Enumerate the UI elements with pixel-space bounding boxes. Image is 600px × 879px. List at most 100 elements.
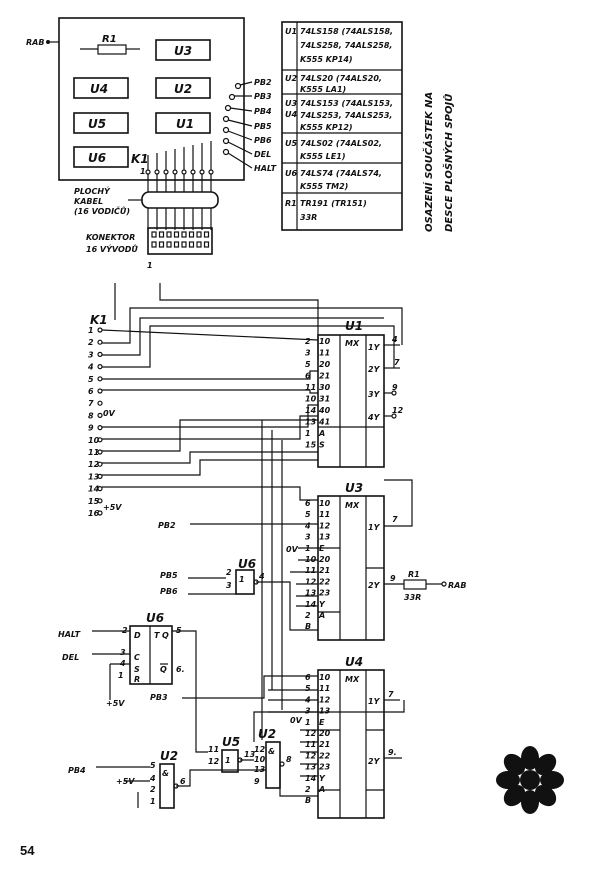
svg-text:7: 7 [392,515,398,524]
svg-text:K555 LE1): K555 LE1) [300,152,345,161]
connector-label-2: 16 VÝVODŮ [86,243,138,254]
chip-pin-number: 10 [305,395,317,404]
chip-pin-function: 21 [319,566,330,575]
chip-pin-function: 13 [319,707,331,716]
svg-text:3: 3 [120,648,126,657]
chip-pin-number: 2 [305,611,311,620]
svg-text:R: R [134,675,140,684]
connector-pin [181,241,187,248]
connector-pin [188,241,195,248]
chip-pin-number: 3 [305,349,311,358]
svg-text:6.: 6. [176,665,185,674]
svg-text:K555 LA1): K555 LA1) [300,85,346,94]
cable-label-3: (16 VODIČŮ) [74,205,130,216]
chip-pin-number: 3 [305,707,311,716]
svg-text:Q: Q [160,665,167,674]
k1-pin-terminal [97,473,103,479]
pcb-k1-pads [145,141,214,175]
k1-pad [190,169,196,175]
k1-pin-terminal [97,425,103,431]
pcb-chip-u4: U4 [73,77,129,99]
gate-u6-small: U6 1 2 3 4 [226,557,265,595]
svg-text:K555 KP12): K555 KP12) [300,123,353,132]
svg-text:13: 13 [244,750,256,759]
parts-ref-u1: U1 [285,27,297,36]
svg-text:10: 10 [254,755,266,764]
chip-pin-function: 23 [319,763,331,772]
parts-ref-u4: U4 [285,110,297,119]
k1-pin-terminal [97,364,103,370]
svg-text:U1: U1 [176,117,194,131]
chip-pin-function: 23 [319,589,331,598]
svg-text:1: 1 [225,756,231,765]
chip-pin-function: 11 [319,349,330,358]
svg-text:MX: MX [345,339,360,348]
k1-pin-number: 10 [88,436,100,445]
connector-pin [196,231,202,238]
connector-pin [158,241,165,248]
chip-pin-number: 5 [305,510,311,519]
svg-text:C: C [134,653,140,662]
connector-pin [166,231,172,238]
k1-pin-number: 11 [88,448,99,457]
svg-text:74LS253, 74ALS253,: 74LS253, 74ALS253, [300,111,392,120]
k1-pin-terminal [97,327,103,333]
k1-pad [172,169,178,175]
k1-pin-number: 7 [88,399,94,408]
svg-text:4Y: 4Y [367,413,381,422]
flat-cable [147,174,212,230]
k1-pin-number: 3 [88,350,94,359]
svg-text:7: 7 [388,690,394,699]
k1-pad [154,169,160,175]
svg-text:2: 2 [150,785,156,794]
connector-pin [181,231,187,238]
pcb-label-pb4: PB4 [254,107,272,116]
svg-text:U5: U5 [222,735,240,749]
chip-pin-function: 11 [319,510,330,519]
pcb-label-del: DEL [254,150,271,159]
chip-pin-number: 5 [305,360,311,369]
svg-text:U6: U6 [146,611,164,625]
svg-text:U2: U2 [160,749,178,763]
chip-pin-number: 11 [305,383,316,392]
svg-text:9: 9 [392,383,398,392]
svg-text:3: 3 [226,581,232,590]
svg-text:U2: U2 [174,82,192,96]
connector-pin [151,241,157,248]
flower-ornament [496,746,564,814]
pcb-label-pb3: PB3 [254,92,272,101]
chip-pin-function: 20 [319,729,331,738]
svg-text:MX: MX [345,501,360,510]
chip-pin-function: 21 [319,372,330,381]
flower-petal [521,790,539,814]
k1-pin-terminal [97,400,103,406]
chip-pin-number: 14 [305,600,317,609]
k1-pin-number: 12 [88,460,100,469]
pcb-label-pb2: PB2 [254,78,272,87]
cable-label-2: KABEL [74,197,103,206]
chip-pin-number: 13 [305,589,317,598]
chip-pin-number: 1 [305,429,311,438]
svg-text:12: 12 [254,745,266,754]
svg-text:1Y: 1Y [368,523,381,532]
k1-pin-number: 6 [88,387,94,396]
k1-pin-terminal [97,376,103,382]
signal-pb2: PB2 [158,521,176,530]
svg-text:&: & [162,769,169,778]
svg-text:2Y: 2Y [368,365,381,374]
chip-pin-function: 22 [319,577,331,586]
chip-pin-function: 10 [319,673,331,682]
svg-text:U3: U3 [345,481,363,495]
cable-clamp [141,191,219,209]
pcb-chip-u1: U1 [155,112,211,134]
svg-text:U4: U4 [90,82,108,96]
k1-pin-terminal [97,498,103,504]
svg-text:DESCE PLOŠNÝCH SPOJŮ: DESCE PLOŠNÝCH SPOJŮ [441,94,455,232]
chip-pin-number: 2 [305,337,311,346]
parts-ref-u5: U5 [285,139,297,148]
svg-text:1: 1 [150,797,156,806]
chip-pin-number: 12 [305,729,317,738]
